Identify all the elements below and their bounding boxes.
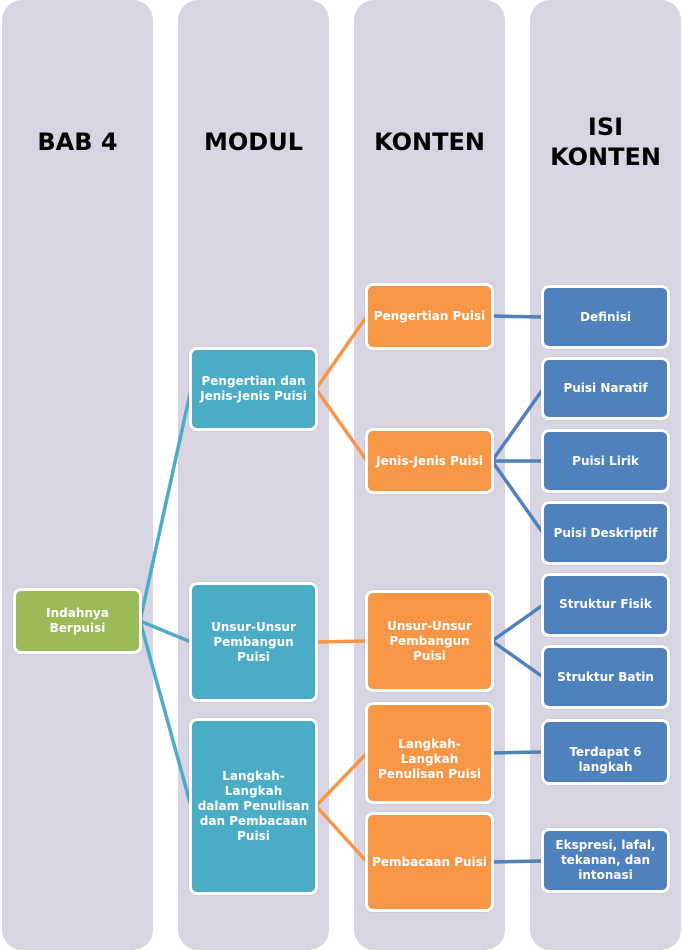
- isi-node-label: Terdapat 6 langkah: [569, 745, 642, 774]
- isi-node-struktur-fisik[interactable]: Struktur Fisik: [541, 573, 670, 637]
- connector-modul1-konten2: [314, 387, 369, 463]
- connector-modul1-konten1: [314, 314, 369, 391]
- isi-node-label: Definisi: [580, 309, 631, 324]
- modul-node-label: Langkah-Langkah dalam Penulisan dan Pemb…: [197, 769, 310, 843]
- isi-node-label: Ekspresi, lafal, tekanan, dan intonasi: [555, 838, 656, 882]
- root-node[interactable]: Indahnya Berpuisi: [13, 588, 142, 654]
- isi-node-label: Struktur Fisik: [559, 597, 652, 611]
- isi-node-label: Puisi Deskriptif: [553, 525, 658, 540]
- konten-node-pembacaan[interactable]: Pembacaan Puisi: [365, 812, 494, 912]
- connector-root-modul-1: [138, 388, 193, 622]
- modul-node-label: Pengertian dan Jenis-Jenis Puisi: [200, 374, 307, 403]
- connector-konten2-isi4: [490, 459, 545, 535]
- isi-node-terdapat-6-langkah[interactable]: Terdapat 6 langkah: [541, 719, 670, 785]
- column-title-bab: BAB 4: [37, 128, 118, 156]
- konten-node-pengertian[interactable]: Pengertian Puisi: [365, 283, 494, 350]
- isi-node-lirik[interactable]: Puisi Lirik: [541, 429, 670, 493]
- isi-node-struktur-batin[interactable]: Struktur Batin: [541, 645, 670, 709]
- connector-konten3-isi5: [490, 603, 545, 643]
- isi-node-label: Puisi Naratif: [563, 381, 648, 395]
- connector-konten1-isi1: [491, 314, 544, 319]
- column-title-isi-konten: ISI KONTEN: [550, 113, 661, 171]
- konten-node-label: Unsur-Unsur Pembangun Puisi: [387, 618, 472, 663]
- connector-konten3-isi6: [490, 639, 545, 679]
- modul-node-langkah[interactable]: Langkah-Langkah dalam Penulisan dan Pemb…: [189, 718, 318, 895]
- connector-root-modul-3: [138, 620, 193, 807]
- konten-node-langkah[interactable]: Langkah-Langkah Penulisan Puisi: [365, 702, 494, 804]
- isi-node-label: Puisi Lirik: [572, 453, 639, 468]
- konten-node-jenis[interactable]: Jenis-Jenis Puisi: [365, 428, 494, 494]
- connector-konten4-isi7: [491, 750, 544, 755]
- root-node-label: Indahnya Berpuisi: [46, 606, 109, 635]
- isi-node-definisi[interactable]: Definisi: [541, 285, 670, 349]
- modul-node-pengertian-jenis[interactable]: Pengertian dan Jenis-Jenis Puisi: [189, 347, 318, 431]
- column-title-modul: MODUL: [204, 128, 303, 156]
- connector-root-modul-2: [139, 619, 192, 644]
- isi-node-ekspresi[interactable]: Ekspresi, lafal, tekanan, dan intonasi: [541, 828, 670, 893]
- connector-modul3-konten4: [314, 751, 369, 808]
- column-title-konten: KONTEN: [374, 128, 485, 156]
- modul-node-unsur[interactable]: Unsur-Unsur Pembangun Puisi: [189, 582, 318, 702]
- konten-node-label: Pembacaan Puisi: [372, 855, 487, 869]
- column-bab: BAB 4: [2, 0, 153, 950]
- connector-konten5-isi8: [491, 859, 544, 864]
- konten-node-unsur[interactable]: Unsur-Unsur Pembangun Puisi: [365, 590, 494, 692]
- connector-konten2-isi2: [490, 387, 545, 463]
- isi-node-deskriptif[interactable]: Puisi Deskriptif: [541, 501, 670, 565]
- konten-node-label: Pengertian Puisi: [373, 309, 486, 323]
- isi-node-naratif[interactable]: Puisi Naratif: [541, 357, 670, 420]
- konten-node-label: Langkah-Langkah Penulisan Puisi: [378, 737, 481, 781]
- konten-node-label: Jenis-Jenis Puisi: [376, 453, 483, 468]
- connector-modul3-konten5: [314, 804, 369, 864]
- connector-modul2-konten3: [315, 639, 368, 644]
- modul-node-label: Unsur-Unsur Pembangun Puisi: [211, 619, 296, 664]
- isi-node-label: Struktur Batin: [557, 669, 654, 684]
